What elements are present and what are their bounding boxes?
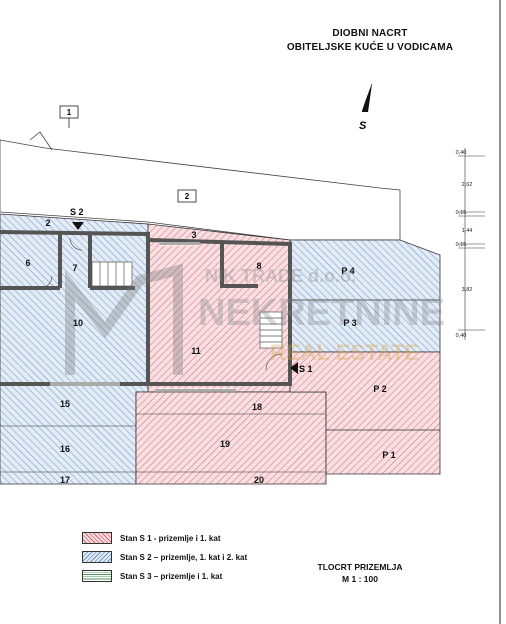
legend-swatch-s3: [82, 570, 112, 582]
parking-p2: P 2: [373, 384, 386, 394]
parking-p1: P 1: [382, 450, 395, 460]
room-7: 7: [72, 263, 77, 273]
legend-label-s1: Stan S 1 - prizemlje i 1. kat: [120, 533, 221, 543]
watermark: NIK TRADE d.o.o. NEKRETNINE REAL ESTATE: [65, 263, 445, 375]
legend-swatch-s2: [82, 551, 112, 563]
parking-p4: P 4: [341, 266, 354, 276]
legend-item-s1: Stan S 1 - prizemlje i 1. kat: [82, 532, 220, 544]
dim-1: 0,40: [456, 150, 467, 156]
watermark-line1: NIK TRADE d.o.o.: [205, 266, 356, 286]
section-s1-arrow-icon: [290, 362, 298, 374]
section-s2: S 2: [70, 207, 84, 217]
room-3: 3: [191, 230, 196, 240]
parking-p3: P 3: [343, 318, 356, 328]
watermark-line2: NEKRETNINE: [198, 292, 445, 334]
walls: [0, 230, 292, 386]
yard-label: 2: [185, 192, 190, 201]
watermark-logo-icon: [65, 263, 183, 375]
room-2: 2: [45, 218, 50, 228]
room-8: 8: [256, 261, 261, 271]
section-s1: S 1: [299, 364, 313, 374]
legend-item-s3: Stan S 3 – prizemlje i 1. kat: [82, 570, 222, 582]
room-16: 16: [60, 444, 70, 454]
floor-scale: M 1 : 100: [342, 574, 378, 584]
room-19: 19: [220, 439, 230, 449]
room-20: 20: [254, 475, 264, 485]
room-11: 11: [191, 346, 201, 356]
drawing-title-line1: DIOBNI NACRT: [332, 28, 408, 39]
floor-name: TLOCRT PRIZEMLJA: [317, 562, 403, 572]
legend-label-s3: Stan S 3 – prizemlje i 1. kat: [120, 571, 223, 581]
yard-callout: [177, 189, 197, 203]
north-label: S: [359, 120, 367, 132]
room-15: 15: [60, 399, 70, 409]
room-18: 18: [252, 402, 262, 412]
stairs: [91, 261, 283, 349]
dim-4: 1,44: [462, 228, 473, 234]
legend-swatch-s1: [82, 532, 112, 544]
watermark-line3: REAL ESTATE: [270, 340, 419, 365]
s1-zone-parking: [289, 351, 441, 475]
legend-label-s2: Stan S 2 – prizemlje, 1. kat i 2. kat: [120, 552, 248, 562]
room-17: 17: [60, 475, 70, 485]
drawing-title-line2: OBITELJSKE KUĆE U VODICAMA: [286, 42, 454, 53]
dim-6: 3,82: [462, 287, 473, 293]
dim-7: 0,40: [456, 333, 467, 339]
parcel-label: 1: [67, 108, 72, 117]
dimension-chain: [458, 148, 485, 340]
dim-5: 0,15: [456, 242, 467, 248]
dim-2: 2,62: [462, 182, 473, 188]
north-arrow-icon: [361, 83, 373, 113]
section-s2-arrow-icon: [72, 222, 84, 230]
dim-3: 0,15: [456, 210, 467, 216]
room-6: 6: [25, 258, 30, 268]
room-10: 10: [73, 318, 83, 328]
legend-item-s2: Stan S 2 – prizemlje, 1. kat i 2. kat: [82, 551, 247, 563]
s1-zone-yard: [135, 391, 327, 485]
